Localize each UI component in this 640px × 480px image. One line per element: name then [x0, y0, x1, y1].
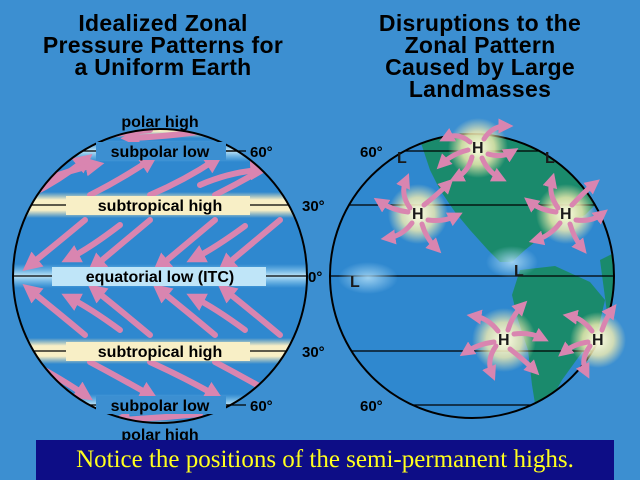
subtropical-high-label-bottom: subtropical high	[98, 344, 222, 361]
high-cell: H	[558, 303, 626, 379]
low-label: L	[514, 263, 524, 280]
polar-high-label-top: polar high	[121, 114, 198, 131]
left-title-line: Idealized Zonal	[78, 10, 248, 36]
lat-60s-label: 60°	[250, 398, 273, 415]
lat-30n-label: 30°	[302, 198, 325, 215]
lat-0-label: 0°	[308, 269, 322, 286]
high-label: H	[592, 332, 604, 349]
uniform-earth-globe: polar high subpolar low subtropical high…	[12, 114, 325, 444]
right-title-line: Caused by Large	[385, 54, 575, 80]
equatorial-low-label: equatorial low (ITC)	[86, 269, 234, 286]
polar-high-band-south	[13, 420, 307, 423]
right-title: Disruptions to the Zonal Pattern Caused …	[330, 10, 630, 102]
high-label: H	[472, 140, 484, 157]
right-title-line: Disruptions to the	[378, 10, 582, 36]
lat-30s-label: 30°	[302, 344, 325, 361]
lat-60n-label: 60°	[250, 144, 273, 161]
high-cell: H	[373, 173, 463, 254]
caption-banner: Notice the positions of the semi-permane…	[36, 440, 614, 480]
left-title-line: Pressure Patterns for	[42, 32, 284, 58]
right-lat-60s-label: 60°	[360, 398, 383, 415]
left-title: Idealized Zonal Pressure Patterns for a …	[18, 10, 308, 80]
low-label: L	[545, 150, 555, 167]
africa-edge	[600, 250, 614, 330]
right-title-line: Zonal Pattern	[404, 32, 556, 58]
subpolar-low-label-top: subpolar low	[111, 144, 210, 161]
high-pressure-cells: H H H	[373, 118, 626, 381]
right-title-line: Landmasses	[408, 76, 552, 102]
subtropical-high-label-top: subtropical high	[98, 198, 222, 215]
right-lat-60n-label: 60°	[360, 144, 383, 161]
high-label: H	[412, 206, 424, 223]
high-label: H	[560, 206, 572, 223]
low-pressure-cells: L L L L	[350, 150, 555, 291]
left-title-line: a Uniform Earth	[74, 54, 252, 80]
subpolar-low-label-bottom: subpolar low	[111, 398, 210, 415]
globe-outline	[12, 128, 308, 424]
high-label: H	[498, 332, 510, 349]
high-cell: H	[524, 172, 608, 254]
high-cell: H	[459, 300, 549, 381]
high-cell: H	[436, 118, 519, 182]
low-label: L	[397, 150, 407, 167]
polar-high-label-bottom: polar high	[121, 427, 198, 444]
low-label: L	[350, 274, 360, 291]
